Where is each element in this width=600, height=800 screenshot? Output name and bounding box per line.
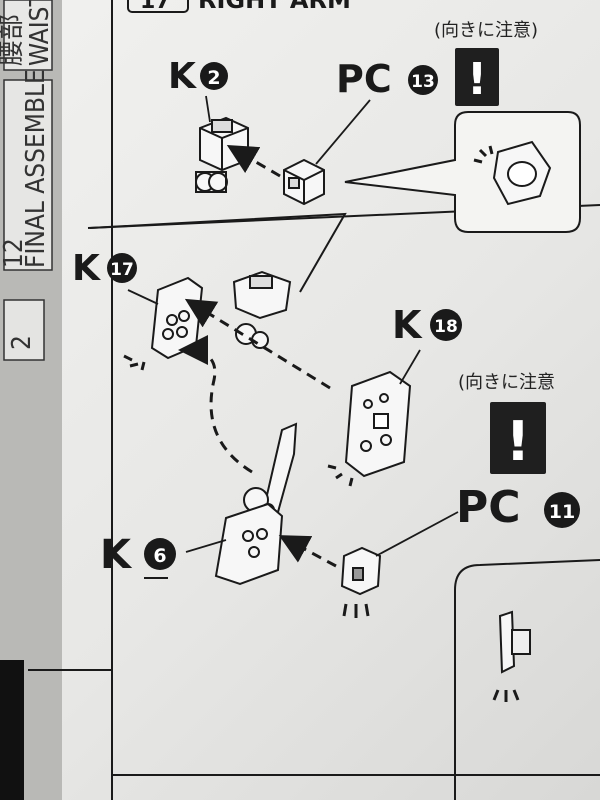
exclamation-badge-right: ! bbox=[490, 402, 546, 474]
assembly-arrows bbox=[178, 144, 337, 568]
part-label-pc11-letter: PC bbox=[456, 482, 521, 533]
part-label-k17-number: 17 bbox=[110, 260, 134, 280]
part-label-k6: K 6 bbox=[100, 532, 176, 579]
step-number-box bbox=[127, 0, 189, 13]
part-pc11-inset-drawing bbox=[492, 610, 531, 702]
part-label-pc13: PC 13 bbox=[336, 57, 438, 101]
section-title: RIGHT ARM bbox=[198, 0, 351, 14]
leader-lines bbox=[127, 95, 459, 557]
part-label-pc13-number: 13 bbox=[411, 72, 435, 92]
part-label-k17: K 17 bbox=[72, 248, 137, 289]
sidebar-tab-final-number: 12 bbox=[0, 238, 29, 268]
part-pc11-drawing bbox=[340, 546, 382, 618]
exclamation-badge-top: ! bbox=[455, 48, 499, 106]
part-label-pc11: PC 11 bbox=[456, 482, 580, 533]
sidebar-tab-lower[interactable]: 2 bbox=[3, 299, 45, 361]
sidebar-tab-final-assemble[interactable]: FINAL ASSEMBLE 12 bbox=[0, 69, 53, 271]
part-label-k18-number: 18 bbox=[434, 317, 458, 337]
callout-bubble-middle bbox=[89, 212, 347, 293]
part-k18-drawing bbox=[327, 370, 412, 487]
callout-bubble-bottom bbox=[454, 559, 600, 800]
part-pc13-detail bbox=[473, 140, 552, 206]
part-label-k2-letter: K bbox=[168, 56, 197, 97]
part-label-pc13-letter: PC bbox=[336, 57, 392, 101]
part-label-k2: K 2 bbox=[168, 56, 228, 97]
caution-note-top: (向きに注意) bbox=[434, 20, 538, 41]
sidebar-tab-final-label: FINAL ASSEMBLE bbox=[21, 69, 51, 268]
part-k17-drawing bbox=[123, 276, 204, 371]
callout-bubble-top bbox=[344, 111, 581, 233]
exclamation-icon: ! bbox=[467, 54, 487, 105]
part-label-k6-letter: K bbox=[100, 532, 133, 578]
step-number: 17 bbox=[140, 0, 171, 14]
part-label-k2-number: 2 bbox=[207, 67, 220, 89]
part-k6-drawing bbox=[214, 422, 298, 586]
sidebar-tab-waist[interactable]: 腰部 WAIST bbox=[0, 0, 55, 71]
part-label-k6-number: 6 bbox=[153, 545, 166, 567]
part-label-pc11-number: 11 bbox=[549, 501, 575, 523]
sidebar-tab-waist-en: WAIST bbox=[25, 0, 55, 66]
exclamation-icon-right: ! bbox=[506, 410, 531, 473]
caution-note-right: (向きに注意 bbox=[458, 372, 555, 393]
part-label-k17-letter: K bbox=[72, 248, 101, 289]
sidebar-tab-waist-jp: 腰部 bbox=[0, 14, 27, 66]
sidebar-black-tab bbox=[0, 660, 24, 800]
sidebar: 腰部 WAIST FINAL ASSEMBLE 12 2 bbox=[0, 0, 62, 800]
sidebar-tab-lower-number: 2 bbox=[7, 335, 37, 350]
section-header: 17 RIGHT ARM bbox=[127, 0, 351, 14]
part-pc13-drawing bbox=[283, 158, 325, 206]
part-k2-drawing bbox=[195, 116, 249, 193]
part-joint-drawing bbox=[232, 270, 292, 349]
part-label-k18: K 18 bbox=[392, 303, 462, 347]
part-label-k18-letter: K bbox=[392, 303, 423, 347]
